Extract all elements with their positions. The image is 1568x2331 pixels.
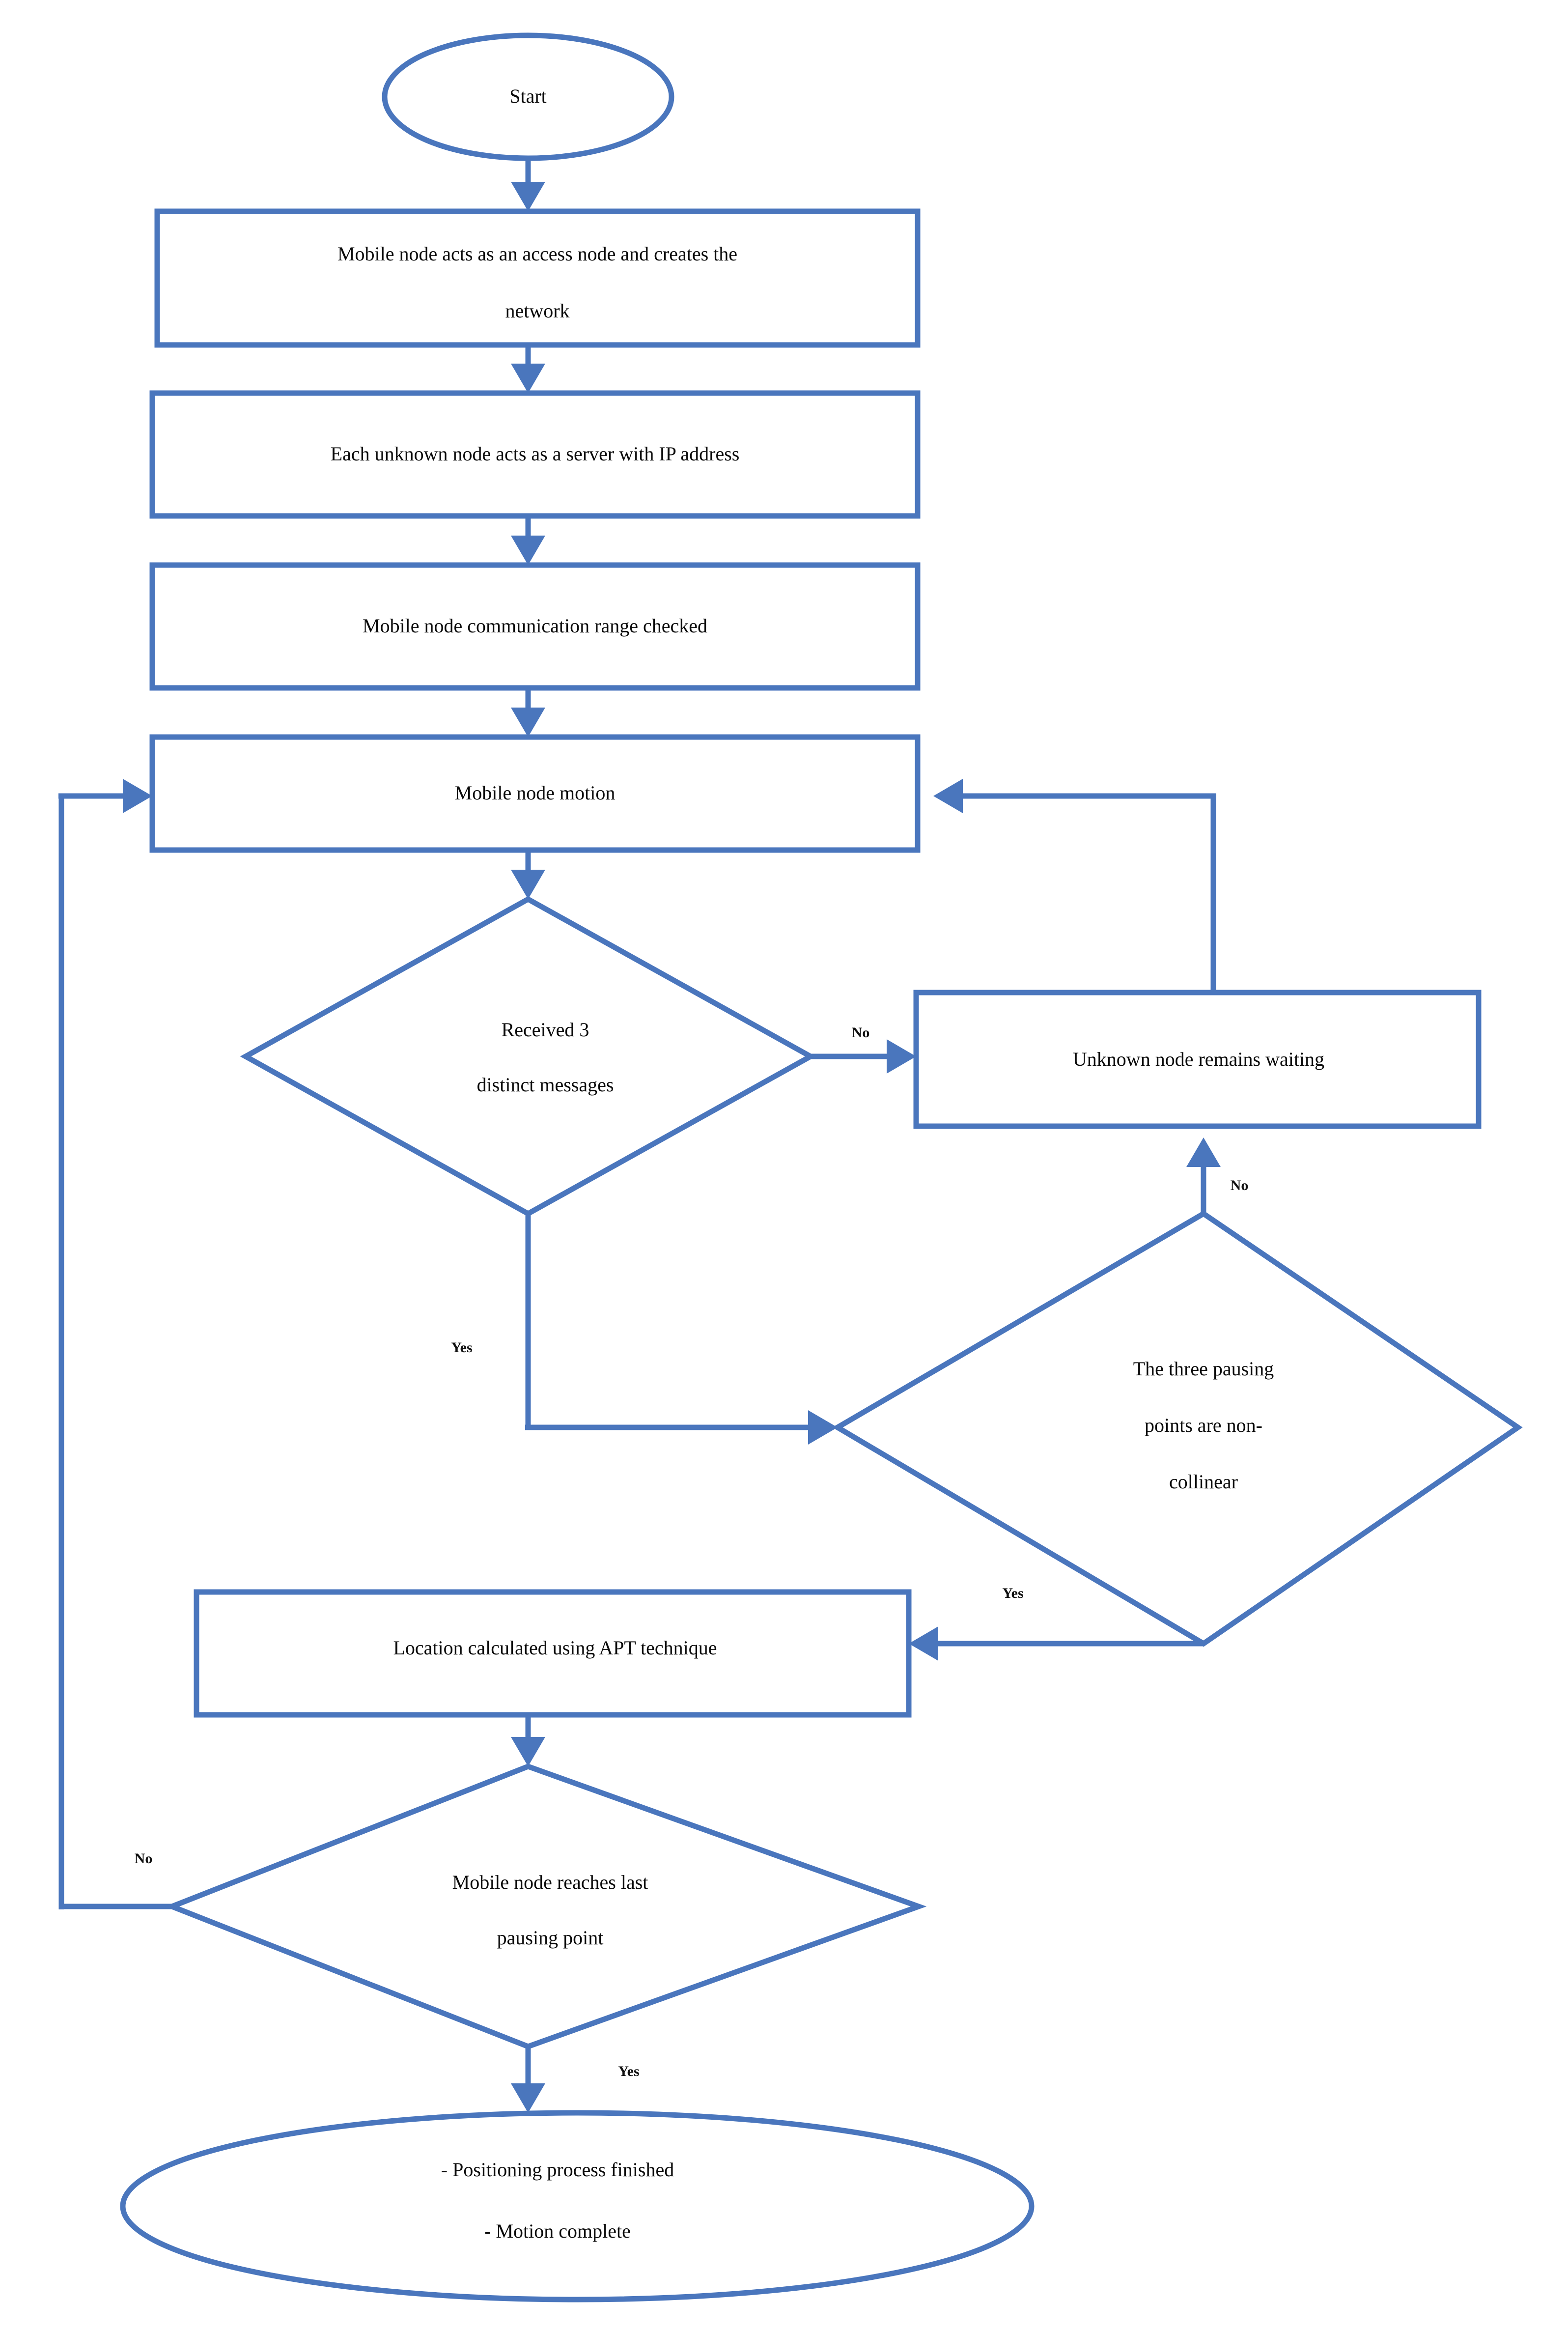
- node-node-motion[interactable]: Mobile node motion: [149, 734, 921, 853]
- edge-node-motion-to-received-msgs: [511, 850, 545, 899]
- node-end[interactable]: - Positioning process finished - Motion …: [120, 2110, 1035, 2303]
- edge-last-pausing-yes-to-end: [511, 2047, 545, 2113]
- node-non-collinear[interactable]: The three pausing points are non- collin…: [832, 1210, 1523, 1647]
- node-remains-waiting-line1: Unknown node remains waiting: [1073, 1048, 1324, 1070]
- node-start[interactable]: Start: [382, 32, 674, 161]
- edge-non-collinear-yes-to-location-calc: [909, 1626, 1204, 1661]
- edge-label-last-pausing-no: No: [135, 1850, 153, 1867]
- node-range-check-line1: Mobile node communication range checked: [363, 615, 707, 637]
- node-last-pausing-line1: Mobile node reaches last: [452, 1871, 648, 1893]
- node-remains-waiting[interactable]: Unknown node remains waiting: [913, 990, 1482, 1129]
- node-received-msgs[interactable]: Received 3 distinct messages: [240, 896, 816, 1217]
- edge-label-received-msgs-no: No: [852, 1024, 870, 1041]
- edge-remains-waiting-to-node-motion: [933, 779, 1216, 993]
- node-range-check[interactable]: Mobile node communication range checked: [149, 562, 921, 691]
- node-access-node-line2: network: [505, 300, 569, 322]
- node-non-collinear-line1: The three pausing: [1133, 1358, 1274, 1380]
- edge-received-msgs-no-to-remains-waiting: [811, 1039, 916, 1074]
- node-access-node-line1: Mobile node acts as an access node and c…: [337, 243, 737, 265]
- edge-last-pausing-no-to-node-motion: [58, 779, 172, 1909]
- edge-label-non-collinear-yes: Yes: [1002, 1585, 1023, 1601]
- edge-server-ip-to-range-check: [511, 516, 545, 565]
- node-location-calc-line1: Location calculated using APT technique: [393, 1637, 717, 1659]
- node-received-msgs-line2: distinct messages: [477, 1074, 614, 1096]
- node-server-ip-line1: Each unknown node acts as a server with …: [331, 443, 740, 465]
- node-last-pausing-line2: pausing point: [497, 1927, 604, 1949]
- node-non-collinear-line2: points are non-: [1145, 1414, 1262, 1436]
- node-end-line1: - Positioning process finished: [441, 2159, 674, 2181]
- edge-non-collinear-no-to-remains-waiting: [1186, 1137, 1221, 1214]
- node-end-line2: - Motion complete: [484, 2220, 631, 2242]
- edge-location-calc-to-last-pausing: [511, 1715, 545, 1766]
- edge-label-last-pausing-yes: Yes: [618, 2063, 639, 2079]
- node-received-msgs-line1: Received 3: [502, 1019, 589, 1041]
- node-non-collinear-line3: collinear: [1169, 1471, 1238, 1493]
- edge-label-non-collinear-no: No: [1231, 1177, 1249, 1194]
- edge-start-to-access-node: [511, 157, 545, 211]
- node-node-motion-line1: Mobile node motion: [455, 782, 616, 804]
- node-access-node[interactable]: Mobile node acts as an access node and c…: [154, 208, 921, 348]
- node-start-label: Start: [509, 85, 547, 107]
- edge-range-check-to-node-motion: [511, 688, 545, 737]
- node-last-pausing[interactable]: Mobile node reaches last pausing point: [164, 1763, 927, 2049]
- node-server-ip[interactable]: Each unknown node acts as a server with …: [149, 390, 921, 519]
- node-location-calc[interactable]: Location calculated using APT technique: [194, 1589, 912, 1718]
- edge-label-received-msgs-yes: Yes: [451, 1339, 472, 1356]
- edge-access-node-to-server-ip: [511, 344, 545, 393]
- edge-received-msgs-yes-to-non-collinear: [525, 1214, 838, 1445]
